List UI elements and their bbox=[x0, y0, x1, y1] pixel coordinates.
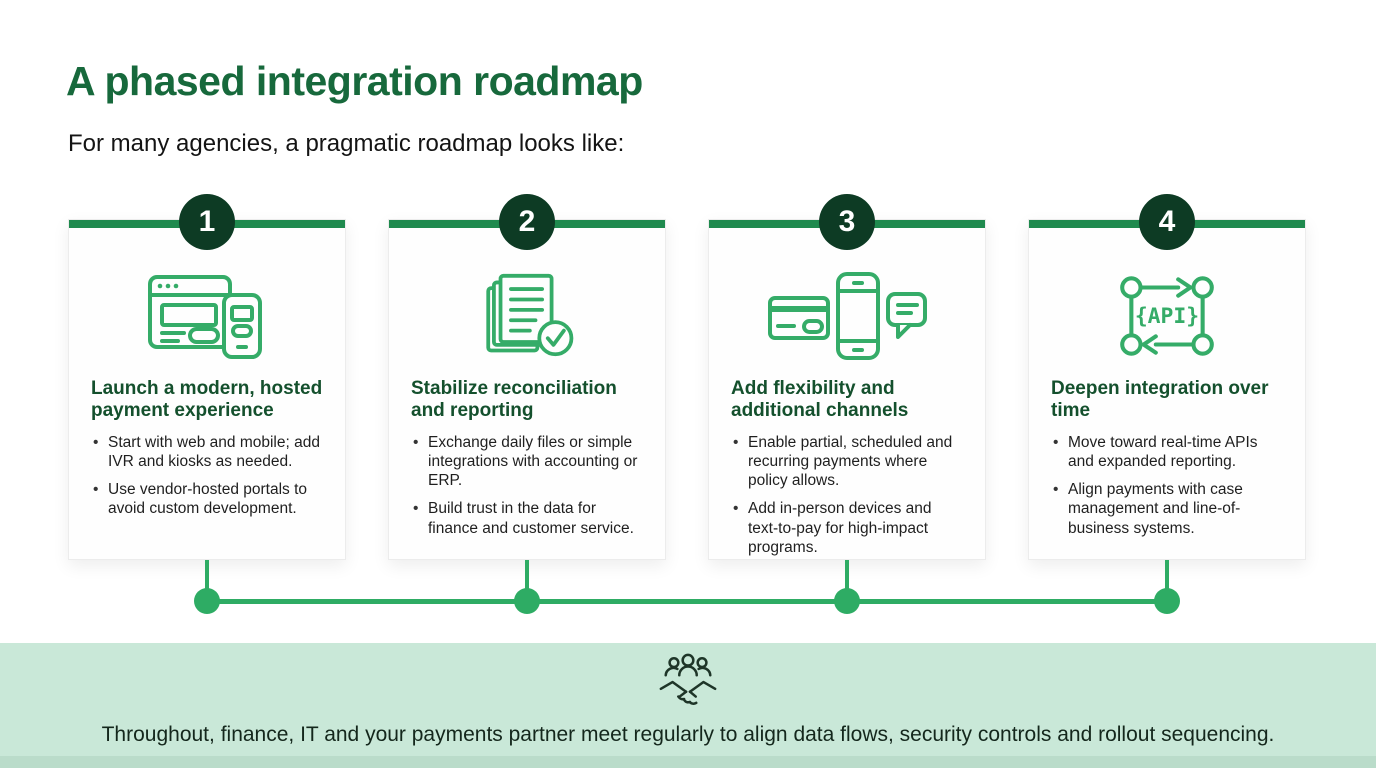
web-mobile-icon bbox=[148, 275, 262, 359]
phase-card-1: 1 Launch a bbox=[68, 194, 346, 560]
phase-card-3: 3 Add flex bbox=[708, 194, 986, 560]
footer-bottom-strip bbox=[0, 756, 1376, 768]
phase-icon-area bbox=[709, 266, 985, 366]
phase-title: Launch a modern, hosted payment experien… bbox=[91, 378, 323, 422]
phase-bullet: Exchange daily files or simple integrati… bbox=[411, 433, 643, 491]
phase-bullet: Enable partial, scheduled and recurring … bbox=[731, 433, 963, 491]
phase-bullet: Build trust in the data for finance and … bbox=[411, 499, 643, 537]
footer-band: Throughout, finance, IT and your payment… bbox=[0, 643, 1376, 768]
documents-check-icon bbox=[486, 273, 574, 357]
phase-bullet: Use vendor-hosted portals to avoid custo… bbox=[91, 480, 323, 518]
phase-bullet: Move toward real-time APIs and expanded … bbox=[1051, 433, 1283, 471]
timeline-dot bbox=[834, 588, 860, 614]
footer-text: Throughout, finance, IT and your payment… bbox=[101, 723, 1275, 746]
phase-bullet-list: Start with web and mobile; add IVR and k… bbox=[91, 433, 323, 519]
phase-number-badge: 3 bbox=[819, 194, 875, 250]
page-title: A phased integration roadmap bbox=[66, 58, 643, 104]
phase-number-badge: 2 bbox=[499, 194, 555, 250]
api-integration-icon: {API} bbox=[1120, 276, 1214, 356]
phase-bullet: Start with web and mobile; add IVR and k… bbox=[91, 433, 323, 471]
phase-card-4: 4 {API} Deepen integration over t bbox=[1028, 194, 1306, 560]
phase-bullet-list: Move toward real-time APIs and expanded … bbox=[1051, 433, 1283, 538]
phase-card-2: 2 Stabilize reconciliation and reporting bbox=[388, 194, 666, 560]
phase-bullet: Add in-person devices and text-to-pay fo… bbox=[731, 499, 963, 557]
phase-number-badge: 4 bbox=[1139, 194, 1195, 250]
phase-bullet-list: Exchange daily files or simple integrati… bbox=[411, 433, 643, 538]
timeline-stem bbox=[525, 560, 529, 601]
timeline-dot bbox=[514, 588, 540, 614]
phase-title: Add flexibility and additional channels bbox=[731, 378, 909, 422]
partnership-handshake-icon bbox=[657, 651, 719, 720]
timeline-stem bbox=[205, 560, 209, 601]
phase-icon-area: {API} bbox=[1029, 266, 1305, 366]
phase-number-badge: 1 bbox=[179, 194, 235, 250]
phase-title: Deepen integration over time bbox=[1051, 378, 1269, 422]
phase-icon-area bbox=[389, 266, 665, 366]
phase-bullet: Align payments with case management and … bbox=[1051, 480, 1283, 538]
phase-icon-area bbox=[69, 266, 345, 366]
timeline-line bbox=[207, 599, 1167, 604]
phase-bullet-list: Enable partial, scheduled and recurring … bbox=[731, 433, 963, 557]
api-icon-label: {API} bbox=[1135, 304, 1199, 329]
timeline-stem bbox=[845, 560, 849, 601]
phase-title: Stabilize reconciliation and reporting bbox=[411, 378, 617, 422]
page-subtitle: For many agencies, a pragmatic roadmap l… bbox=[68, 130, 625, 157]
phase-cards-row: 1 Launch a bbox=[68, 194, 1308, 560]
timeline-dot bbox=[1154, 588, 1180, 614]
card-phone-message-icon bbox=[768, 272, 927, 360]
timeline-stem bbox=[1165, 560, 1169, 601]
timeline-dot bbox=[194, 588, 220, 614]
